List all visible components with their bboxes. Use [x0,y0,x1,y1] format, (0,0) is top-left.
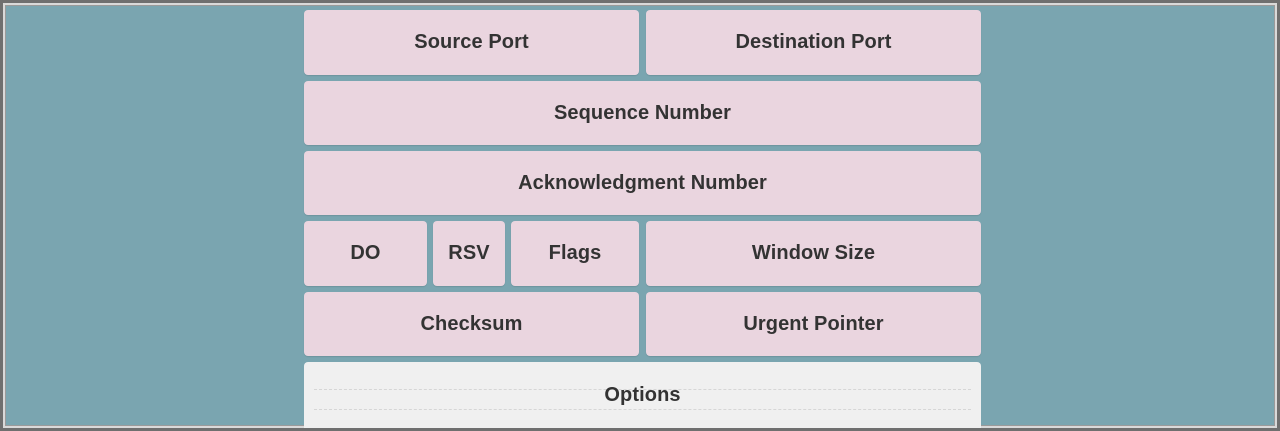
options-dotted-line [314,389,971,390]
field-destination-port: Destination Port [646,10,981,75]
field-acknowledgment-number: Acknowledgment Number [304,151,981,215]
field-urgent-pointer: Urgent Pointer [646,292,981,356]
field-reserved: RSV [433,221,505,286]
field-sequence-number: Sequence Number [304,81,981,145]
field-options: Options [304,362,981,428]
field-label: Urgent Pointer [743,312,884,335]
field-window-size: Window Size [646,221,981,286]
field-flags: Flags [511,221,639,286]
field-label: Options [604,383,681,406]
field-label: Source Port [414,31,529,53]
field-label: Destination Port [735,31,892,53]
field-data-offset: DO [304,221,427,286]
field-label: Checksum [420,312,523,335]
field-source-port: Source Port [304,10,639,75]
options-dotted-line [314,409,971,410]
field-label: Window Size [751,242,876,264]
field-label: Acknowledgment Number [518,171,767,194]
field-label: RSV [448,242,490,264]
field-checksum: Checksum [304,292,639,356]
field-label: Flags [548,242,602,264]
field-label: DO [350,242,381,264]
field-label: Sequence Number [553,101,732,124]
